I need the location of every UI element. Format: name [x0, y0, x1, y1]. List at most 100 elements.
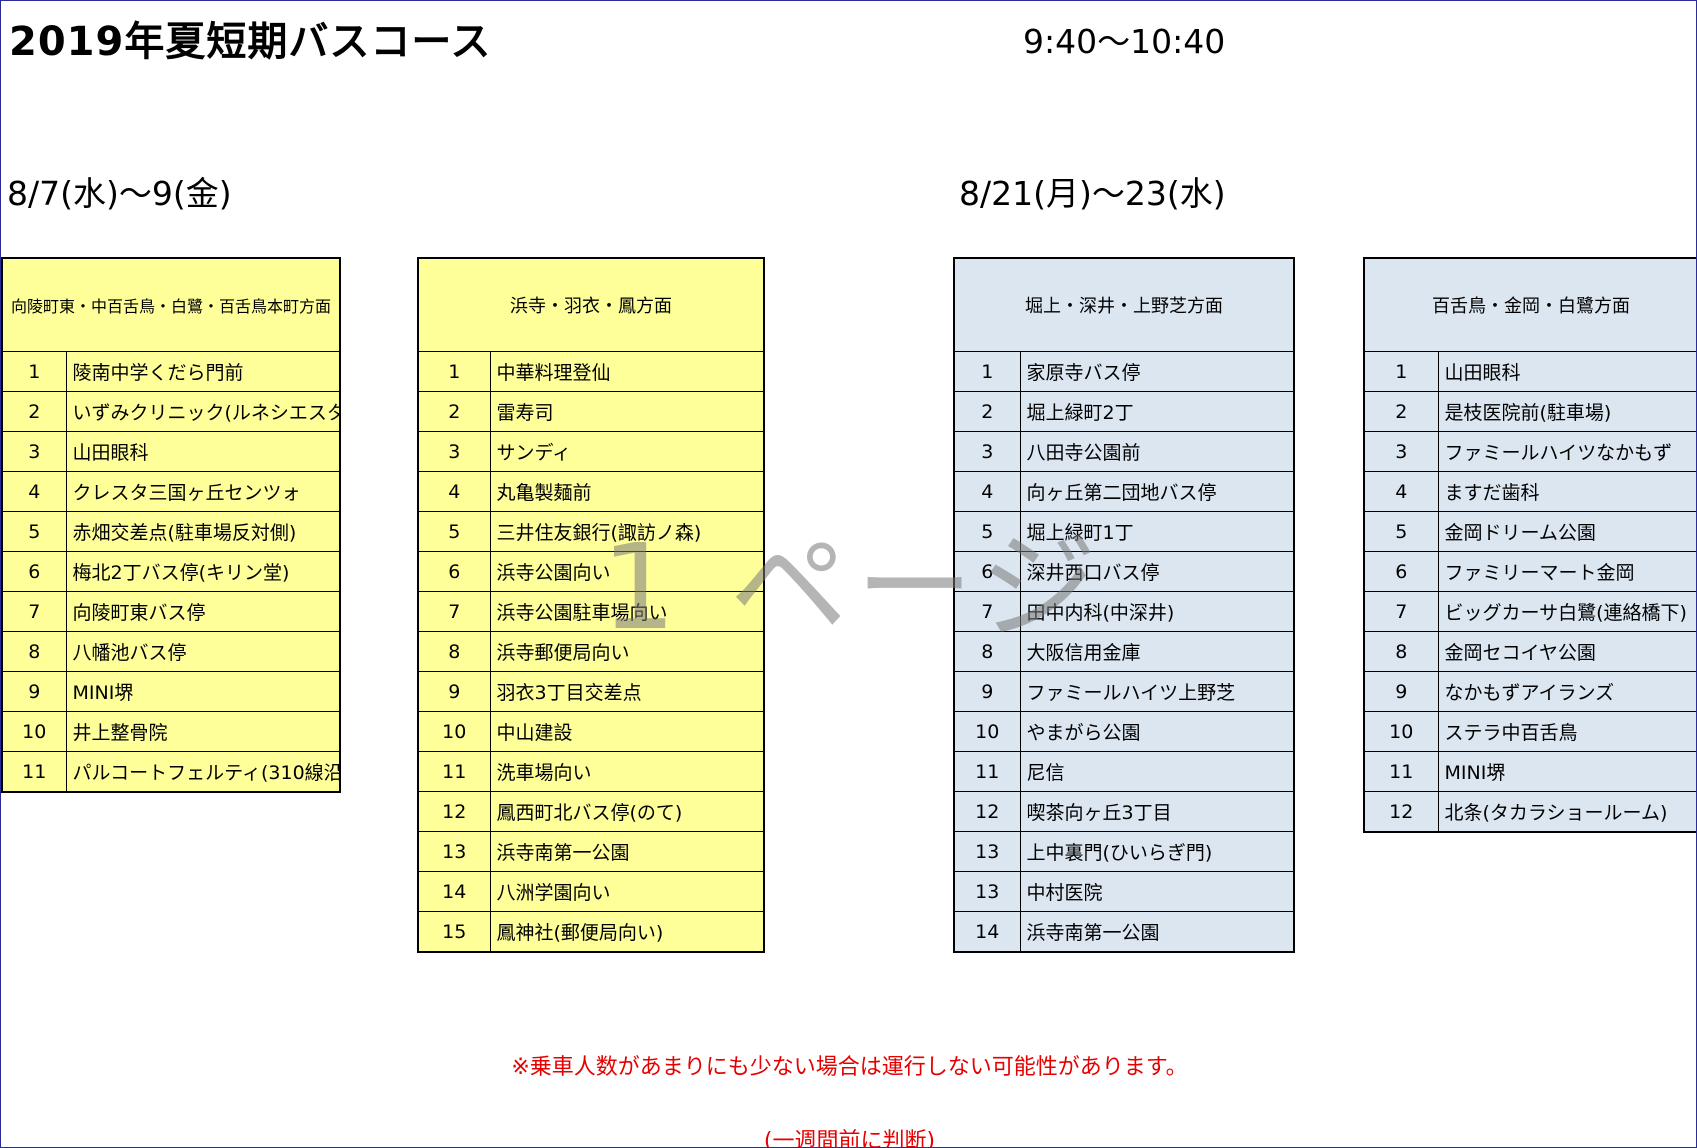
stop-name: 喫茶向ヶ丘3丁目	[1019, 791, 1295, 832]
stop-name: 金岡ドリーム公園	[1437, 511, 1696, 552]
stop-name: 八洲学園向い	[489, 871, 765, 912]
route-header: 堀上・深井・上野芝方面	[953, 257, 1295, 352]
stop-number: 10	[417, 711, 491, 752]
stop-name: 羽衣3丁目交差点	[489, 671, 765, 712]
stop-number: 6	[1363, 551, 1439, 592]
stop-name: 浜寺公園駐車場向い	[489, 591, 765, 632]
stop-name: いずみクリニック(ルネシエスタ)	[65, 391, 341, 432]
stop-number: 12	[1363, 791, 1439, 833]
stop-number: 13	[417, 831, 491, 872]
stop-number: 6	[953, 551, 1021, 592]
route-header: 向陵町東・中百舌鳥・白鷺・百舌鳥本町方面	[1, 257, 341, 352]
stop-name: ファミールハイツなかもず	[1437, 431, 1696, 472]
stop-number: 7	[1, 591, 67, 632]
stop-number: 1	[1363, 351, 1439, 392]
stop-name: ますだ歯科	[1437, 471, 1696, 512]
stop-number: 15	[417, 911, 491, 953]
stop-number: 6	[417, 551, 491, 592]
stop-name: サンディ	[489, 431, 765, 472]
period-left: 8/7(水)〜9(金)	[7, 174, 232, 213]
stop-number: 10	[1, 711, 67, 752]
stop-number: 13	[953, 831, 1021, 872]
stop-name: 浜寺郵便局向い	[489, 631, 765, 672]
stop-number: 13	[953, 871, 1021, 912]
stop-name: ビッグカーサ白鷺(連絡橋下)	[1437, 591, 1696, 632]
stop-number: 7	[1363, 591, 1439, 632]
stop-number: 2	[1, 391, 67, 432]
stop-number: 2	[417, 391, 491, 432]
stop-name: 中村医院	[1019, 871, 1295, 912]
stop-number: 10	[1363, 711, 1439, 752]
stop-number: 12	[417, 791, 491, 832]
route-header: 百舌鳥・金岡・白鷺方面	[1363, 257, 1696, 352]
stop-number: 3	[417, 431, 491, 472]
stop-name: 鳳西町北バス停(のて)	[489, 791, 765, 832]
stop-number: 11	[417, 751, 491, 792]
stop-name: 堀上緑町1丁	[1019, 511, 1295, 552]
stop-name: 田中内科(中深井)	[1019, 591, 1295, 632]
stop-name: 上中裏門(ひいらぎ門)	[1019, 831, 1295, 872]
stop-number: 8	[1363, 631, 1439, 672]
time-range: 9:40〜10:40	[1023, 22, 1226, 61]
stop-number: 1	[953, 351, 1021, 392]
stop-name: 山田眼科	[1437, 351, 1696, 392]
page-title: 2019年夏短期バスコース	[9, 19, 492, 65]
stop-number: 4	[1363, 471, 1439, 512]
stop-name: 向陵町東バス停	[65, 591, 341, 632]
stop-number: 5	[953, 511, 1021, 552]
stop-name: ステラ中百舌鳥	[1437, 711, 1696, 752]
stop-name: 是枝医院前(駐車場)	[1437, 391, 1696, 432]
stop-number: 8	[1, 631, 67, 672]
stop-number: 4	[417, 471, 491, 512]
stop-number: 4	[953, 471, 1021, 512]
stop-name: 浜寺南第一公園	[489, 831, 765, 872]
stop-number: 11	[1, 751, 67, 793]
stop-number: 9	[1363, 671, 1439, 712]
stop-number: 7	[417, 591, 491, 632]
stop-number: 14	[417, 871, 491, 912]
stop-name: 赤畑交差点(駐車場反対側)	[65, 511, 341, 552]
stop-name: 井上整骨院	[65, 711, 341, 752]
stop-number: 11	[953, 751, 1021, 792]
stop-name: MINI堺	[1437, 751, 1696, 792]
stop-name: 堀上緑町2丁	[1019, 391, 1295, 432]
stop-name: ファミリーマート金岡	[1437, 551, 1696, 592]
stop-name: 丸亀製麺前	[489, 471, 765, 512]
